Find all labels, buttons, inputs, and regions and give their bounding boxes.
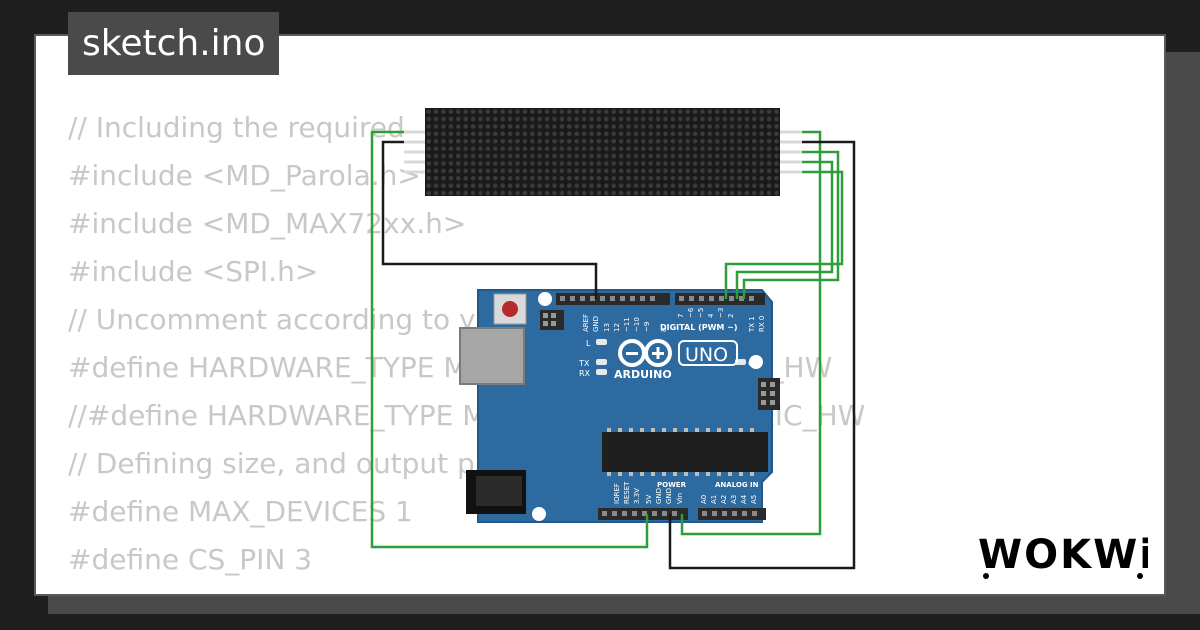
wire-cs[interactable] — [724, 170, 844, 299]
led-label: L — [586, 339, 591, 348]
pin-label: TX 1 — [748, 316, 756, 333]
pin-label: 2 — [727, 314, 735, 318]
pin-label: ~9 — [643, 322, 651, 332]
icsp-header — [540, 310, 564, 330]
code-line: #define CS_PIN 3 — [68, 543, 313, 576]
pin-label: GND — [592, 316, 600, 332]
mounting-hole-icon — [764, 483, 778, 497]
code-line: // Including the required — [68, 111, 405, 144]
pin-label: ~5 — [697, 308, 705, 318]
pin-label: 4 — [707, 313, 715, 318]
power-header-label: POWER — [657, 481, 687, 489]
pin-label: GND — [665, 488, 673, 504]
led-matrix-module[interactable] — [404, 108, 802, 196]
pin-label: A0 — [700, 495, 708, 504]
pin-label: AREF — [582, 314, 590, 332]
arduino-uno-board[interactable]: AREF GND 13 12 ~11 ~10 ~9 8 7 ~6 ~5 4 ~3… — [459, 289, 780, 523]
power-jack-inner — [476, 476, 522, 506]
led-matrix-dots — [425, 108, 780, 196]
pin-label: RESET — [623, 481, 631, 504]
pin-label: ~3 — [717, 308, 725, 318]
led-label: TX — [578, 359, 590, 368]
pin-label: A4 — [740, 494, 748, 504]
wire-din[interactable] — [735, 160, 834, 299]
atmega-chip — [602, 428, 768, 476]
l-led-icon — [596, 339, 607, 345]
wire-gnd-2[interactable] — [668, 140, 856, 570]
pin-label: IOREF — [613, 483, 621, 504]
pin-label: 13 — [603, 323, 611, 332]
code-line: #include <SPI.h> — [68, 255, 319, 288]
tx-led-icon — [596, 359, 607, 365]
pin-label: ~10 — [633, 317, 641, 332]
pin-label: A5 — [750, 495, 758, 504]
led-label: ON — [748, 359, 760, 368]
model-badge — [678, 340, 738, 366]
logo-dot-icon — [1137, 573, 1143, 579]
pin-label: A2 — [720, 495, 728, 504]
brand-label: ARDUINO — [614, 368, 672, 381]
arduino-infinity-logo-icon — [618, 339, 672, 367]
mounting-hole-icon — [538, 292, 552, 306]
mounting-hole-icon — [749, 355, 763, 369]
pin-label: Vin — [676, 493, 684, 504]
pin-label: GND — [655, 488, 663, 504]
pin-label: 8 — [660, 328, 668, 332]
led-label: RX — [579, 369, 591, 378]
pin-label: A3 — [730, 495, 738, 504]
logo-dot-icon — [983, 573, 989, 579]
code-line: #define MAX_DEVICES 1 — [68, 495, 413, 528]
code-line: #include <MD_Parola.h> — [68, 159, 421, 192]
matrix-output-pins — [780, 130, 802, 174]
icsp-header-right — [758, 378, 780, 410]
pin-label: 12 — [613, 323, 621, 332]
rx-led-icon — [596, 369, 607, 375]
reset-button-cap-icon — [502, 301, 518, 317]
model-label: UNO — [685, 344, 728, 366]
wire-gnd[interactable] — [381, 140, 598, 299]
analog-header-label: ANALOG IN — [715, 481, 759, 489]
wire-clk[interactable] — [742, 150, 840, 299]
code-listing: // Including the required #include <MD_P… — [68, 104, 865, 584]
pin-label: ~11 — [623, 317, 631, 332]
pin-label: 5V — [645, 495, 653, 504]
wire-vcc[interactable] — [370, 130, 649, 549]
digital-header-label: DIGITAL (PWM ~) — [660, 323, 738, 332]
wokwi-logo-text: WOKWi — [978, 532, 1148, 578]
pin-label: A1 — [710, 495, 718, 504]
matrix-input-pins — [404, 130, 425, 174]
file-title: sketch.ino — [68, 12, 280, 75]
usb-connector — [459, 327, 525, 385]
code-line: #include <MD_MAX72xx.h> — [68, 207, 467, 240]
pin-label: 3.3V — [633, 488, 641, 504]
circuit-diagram: AREF GND 13 12 ~11 ~10 ~9 8 7 ~6 ~5 4 ~3… — [370, 108, 856, 570]
wokwi-logo: WOKWi — [978, 532, 1148, 579]
pin-label: 7 — [677, 314, 685, 318]
preview-card: // Including the required #include <MD_P… — [34, 34, 1166, 596]
mounting-hole-icon — [532, 507, 546, 521]
pin-label: ~6 — [687, 307, 695, 318]
wire-5v[interactable] — [680, 130, 822, 536]
pin-label: RX 0 — [758, 316, 766, 332]
wires — [370, 130, 856, 570]
